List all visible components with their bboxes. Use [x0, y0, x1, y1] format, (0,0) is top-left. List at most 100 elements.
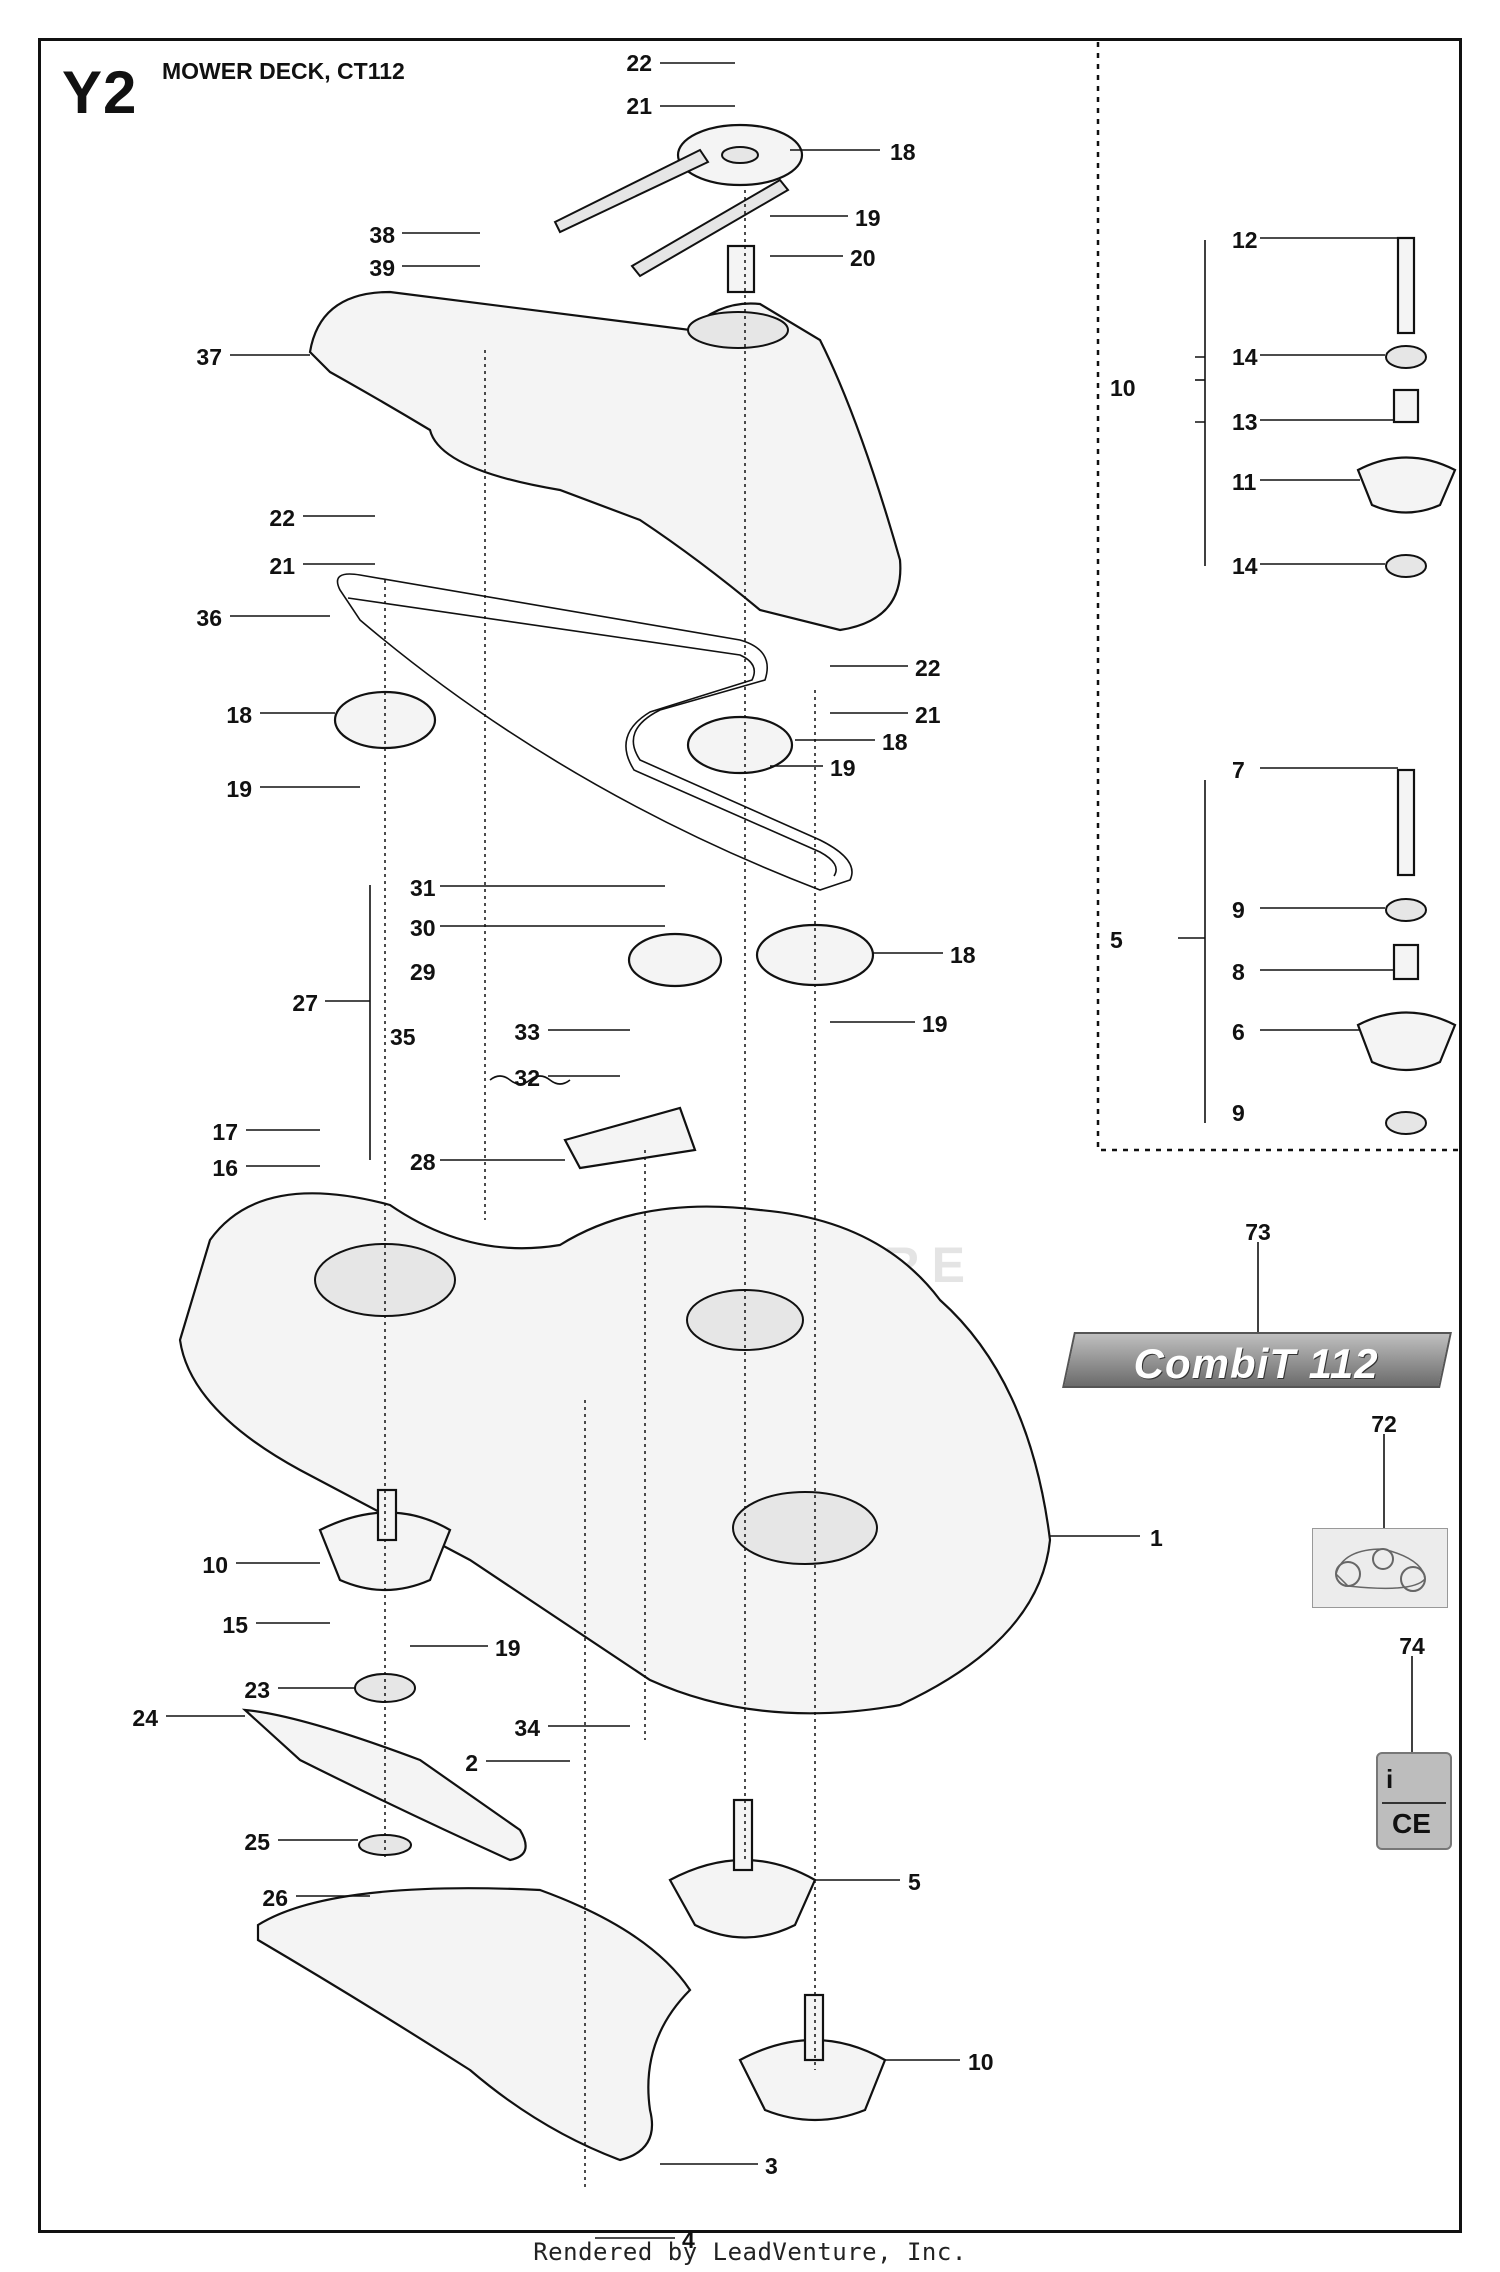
pulley-top-hub	[721, 146, 759, 164]
callout-label-18: 18	[950, 942, 976, 968]
belt-routing-icon	[1335, 1548, 1426, 1592]
drawing-frame	[38, 38, 1462, 2233]
spacer-tube	[726, 244, 756, 294]
callout-label-33: 33	[514, 1019, 540, 1045]
callout-label-10: 10	[968, 2049, 994, 2075]
idler-arm	[563, 1106, 697, 1170]
spindle-left	[318, 1511, 452, 1592]
callout-label-22: 22	[626, 50, 652, 76]
belt-cover	[308, 290, 902, 632]
idler-pulley	[627, 932, 723, 988]
callout-label-25: 25	[244, 1829, 270, 1855]
belt-strip-right	[630, 178, 790, 278]
callout-label-26: 26	[262, 1885, 288, 1911]
callout-label-32: 32	[514, 1065, 540, 1091]
callout-label-13: 13	[1232, 409, 1258, 435]
callout-label-1: 1	[1150, 1525, 1163, 1551]
spindle-center-shaft	[732, 1798, 754, 1872]
callout-label-28: 28	[410, 1149, 436, 1175]
inset-box-border	[1096, 42, 1458, 1152]
pulley-right	[755, 923, 875, 987]
callout-label-9: 9	[1232, 897, 1245, 923]
spindle-left-shaft	[376, 1488, 398, 1542]
callout-label-5: 5	[908, 1869, 921, 1895]
manual-icon: i	[1386, 1764, 1394, 1794]
ce-divider	[1382, 1802, 1446, 1804]
callout-label-7: 7	[1232, 757, 1245, 783]
callout-label-5: 5	[1110, 927, 1123, 953]
mower-deck	[178, 1192, 1052, 1715]
callout-label-10: 10	[202, 1552, 228, 1578]
callout-label-20: 20	[850, 245, 876, 271]
callout-label-6: 6	[1232, 1019, 1245, 1045]
ce-mark: CE	[1392, 1808, 1431, 1839]
callout-label-18: 18	[882, 729, 908, 755]
bearing-9-upper	[1385, 898, 1427, 922]
callout-layer: 2221181920383937222136222118181919313029…	[132, 50, 1425, 2253]
bearing-9-lower	[1385, 1111, 1427, 1135]
callout-label-39: 39	[369, 255, 395, 281]
callout-label-14: 14	[1232, 553, 1258, 579]
diagram-code: Y2	[62, 59, 138, 126]
callout-label-27: 27	[292, 990, 318, 1016]
callout-label-19: 19	[226, 776, 252, 802]
callout-label-74: 74	[1399, 1633, 1425, 1659]
callout-label-38: 38	[369, 222, 395, 248]
drive-belt-inner	[347, 597, 837, 877]
callout-label-3: 3	[765, 2153, 778, 2179]
callout-label-18: 18	[226, 702, 252, 728]
diagram-title: MOWER DECK, CT112	[162, 58, 405, 84]
callout-label-34: 34	[514, 1715, 540, 1741]
callout-label-10: 10	[1110, 375, 1136, 401]
callout-label-24: 24	[132, 1705, 158, 1731]
shaft-7	[1396, 768, 1416, 877]
callout-label-4: 4	[682, 2227, 695, 2253]
badge-text: CombiT 112	[1133, 1340, 1379, 1387]
shaft-12	[1396, 236, 1416, 335]
deck-hole-right	[732, 1491, 878, 1565]
callout-label-37: 37	[196, 344, 222, 370]
manual-ce-decal: i CE	[1376, 1752, 1452, 1850]
drive-belt	[336, 573, 853, 891]
callout-label-18: 18	[890, 139, 916, 165]
combit-badge-decal: CombiT 112	[1062, 1332, 1452, 1388]
callout-label-14: 14	[1232, 344, 1258, 370]
belt-cover-hole	[687, 311, 789, 349]
callout-label-29: 29	[410, 959, 436, 985]
callout-label-2: 2	[465, 1750, 478, 1776]
belt-strip-left	[553, 148, 710, 234]
callout-label-22: 22	[269, 505, 295, 531]
bracket-10	[1195, 240, 1206, 566]
callout-label-31: 31	[410, 875, 436, 901]
bearing-14-upper	[1385, 345, 1427, 369]
callout-label-36: 36	[196, 605, 222, 631]
bearing-14-lower	[1385, 554, 1427, 578]
callout-label-72: 72	[1371, 1411, 1397, 1437]
callout-label-19: 19	[495, 1635, 521, 1661]
callout-label-12: 12	[1232, 227, 1258, 253]
callout-label-21: 21	[626, 93, 652, 119]
callout-label-21: 21	[915, 702, 941, 728]
callout-label-16: 16	[212, 1155, 238, 1181]
callout-label-19: 19	[922, 1011, 948, 1037]
callout-label-15: 15	[222, 1612, 248, 1638]
callout-label-19: 19	[830, 755, 856, 781]
spindle-housing-6	[1356, 1011, 1457, 1072]
tension-spring	[489, 1075, 571, 1085]
callout-label-73: 73	[1245, 1219, 1271, 1245]
callout-label-21: 21	[269, 553, 295, 579]
spacer-8	[1392, 943, 1420, 981]
footer-credit: Rendered by LeadVenture, Inc.	[533, 2238, 967, 2266]
callout-label-22: 22	[915, 655, 941, 681]
callout-label-30: 30	[410, 915, 436, 941]
blade-washer	[358, 1834, 412, 1856]
belt-routing-decal	[1312, 1528, 1448, 1608]
callout-label-9: 9	[1232, 1100, 1245, 1126]
mulching-shield	[256, 1887, 692, 2162]
callout-label-8: 8	[1232, 959, 1245, 985]
spindle-right-shaft	[803, 1993, 825, 2062]
pulley-center	[686, 715, 794, 775]
callout-label-19: 19	[855, 205, 881, 231]
callout-label-17: 17	[212, 1119, 238, 1145]
